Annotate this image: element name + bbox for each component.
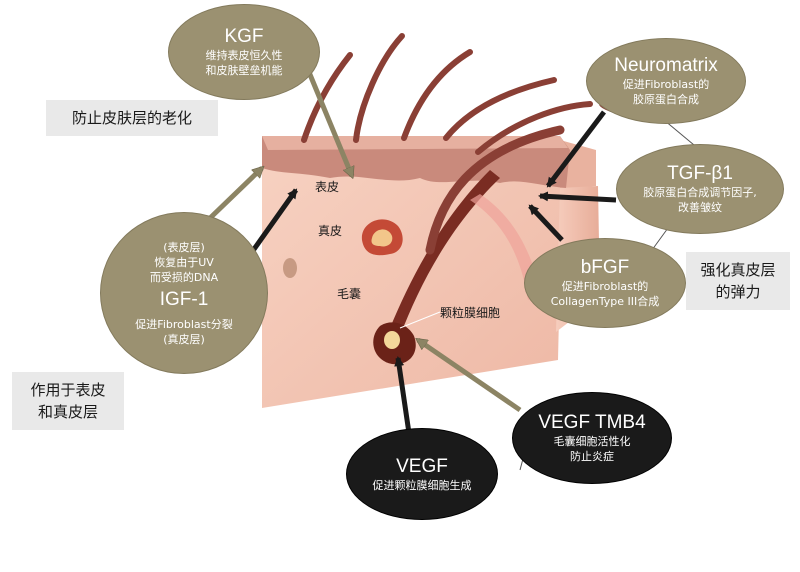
granulosa-label: 颗粒膜细胞: [440, 306, 501, 320]
bfgf-ellipse: bFGF 促进Fibroblast的 CollagenType III合成: [524, 238, 686, 328]
acts-on-line-1: 作用于表皮: [30, 381, 106, 399]
neuromatrix-line-2: 胶原蛋白合成: [633, 93, 699, 106]
kgf-line-2: 和皮肤壁垒机能: [205, 64, 283, 77]
neuromatrix-line-1: 促进Fibroblast的: [622, 78, 710, 91]
acts-on-box: 作用于表皮 和真皮层: [12, 372, 124, 430]
igf-ellipse: (表皮层) 恢复由于UV 而受损的DNA IGF-1 促进Fibroblast分…: [100, 212, 268, 374]
vegf-tmb4-ellipse: VEGF TMB4 毛囊细胞活性化 防止炎症: [512, 392, 672, 484]
epidermis-label: 表皮: [315, 180, 340, 194]
vegf-line-1: 促进颗粒膜细胞生成: [372, 478, 472, 492]
igf-line-1: 促进Fibroblast分裂: [135, 317, 233, 331]
igf-pre-2: 恢复由于UV: [154, 255, 214, 269]
black-arrows: [249, 110, 617, 441]
neuromatrix-title: Neuromatrix: [614, 55, 718, 76]
vegf-tmb4-title: VEGF TMB4: [538, 412, 646, 433]
igf-title: IGF-1: [159, 288, 209, 310]
vegf-ellipse: VEGF 促进颗粒膜细胞生成: [346, 428, 498, 520]
vegf-tmb4-line-1: 毛囊细胞活性化: [553, 435, 631, 448]
anti-aging-text: 防止皮肤层的老化: [71, 109, 192, 127]
kgf-ellipse: KGF 维持表皮恒久性 和皮肤壁垒机能: [168, 4, 320, 100]
bfgf-line-2: CollagenType III合成: [550, 295, 660, 308]
acts-on-line-2: 和真皮层: [37, 403, 98, 421]
follicle-label: 毛囊: [337, 287, 362, 301]
dermis-label: 真皮: [318, 224, 343, 238]
tgf-line-2: 改善皱纹: [678, 201, 722, 214]
igf-pre-3: 而受损的DNA: [149, 270, 219, 284]
elasticity-box: 强化真皮层 的弹力: [686, 252, 790, 310]
tgf-ellipse: TGF-β1 胶原蛋白合成调节因子, 改善皱纹: [616, 144, 784, 234]
olive-arrows: [206, 59, 522, 413]
elasticity-line-1: 强化真皮层: [700, 261, 776, 279]
neuromatrix-ellipse: Neuromatrix 促进Fibroblast的 胶原蛋白合成: [586, 38, 746, 124]
bfgf-title: bFGF: [580, 257, 630, 278]
anti-aging-box: 防止皮肤层的老化: [46, 100, 218, 136]
kgf-line-1: 维持表皮恒久性: [205, 49, 283, 62]
vegf-title: VEGF: [396, 455, 448, 477]
tgf-title: TGF-β1: [667, 163, 733, 184]
igf-line-2: (真皮层): [163, 332, 205, 346]
bfgf-line-1: 促进Fibroblast的: [561, 280, 649, 293]
elasticity-line-2: 的弹力: [715, 283, 761, 301]
tgf-line-1: 胶原蛋白合成调节因子,: [643, 186, 757, 199]
hair-strands: [301, 33, 619, 255]
igf-pre-1: (表皮层): [163, 240, 205, 254]
vegf-tmb4-line-2: 防止炎症: [570, 450, 614, 463]
kgf-title: KGF: [224, 26, 264, 47]
